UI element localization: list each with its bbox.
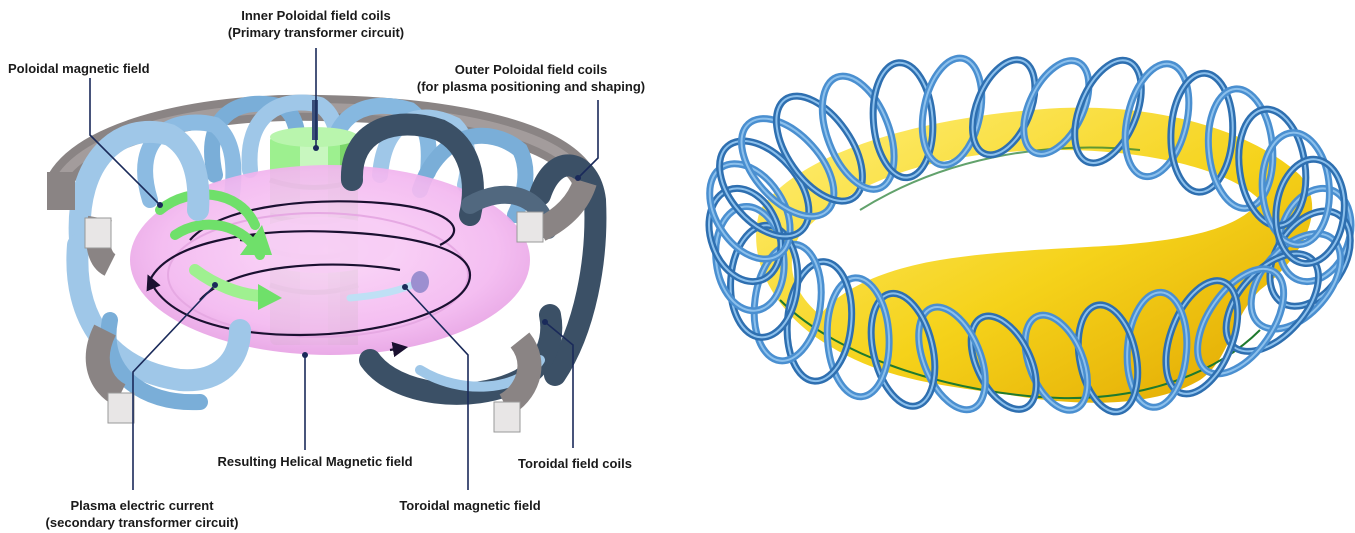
label-outer-poloidal-line2: (for plasma positioning and shaping) — [395, 78, 667, 95]
stellarator-diagram — [693, 50, 1355, 419]
label-inner-poloidal-coils: Inner Poloidal field coils (Primary tran… — [200, 7, 432, 41]
label-plasma-current-line1: Plasma electric current — [22, 497, 262, 514]
label-helical-magnetic-field: Resulting Helical Magnetic field — [195, 453, 435, 470]
label-plasma-electric-current: Plasma electric current (secondary trans… — [22, 497, 262, 531]
label-poloidal-magnetic-field: Poloidal magnetic field — [8, 60, 150, 77]
label-toroidal-field-text: Toroidal magnetic field — [380, 497, 560, 514]
label-outer-poloidal-line1: Outer Poloidal field coils — [395, 61, 667, 78]
label-outer-poloidal-coils: Outer Poloidal field coils (for plasma p… — [395, 61, 667, 95]
label-toroidal-coils-text: Toroidal field coils — [505, 455, 645, 472]
label-toroidal-magnetic-field: Toroidal magnetic field — [380, 497, 560, 514]
label-inner-poloidal-line1: Inner Poloidal field coils — [200, 7, 432, 24]
label-inner-poloidal-line2: (Primary transformer circuit) — [200, 24, 432, 41]
label-helical-field-text: Resulting Helical Magnetic field — [195, 453, 435, 470]
tokamak-diagram — [47, 48, 598, 490]
label-poloidal-field-text: Poloidal magnetic field — [8, 60, 150, 77]
label-plasma-current-line2: (secondary transformer circuit) — [22, 514, 262, 531]
label-toroidal-field-coils: Toroidal field coils — [505, 455, 645, 472]
